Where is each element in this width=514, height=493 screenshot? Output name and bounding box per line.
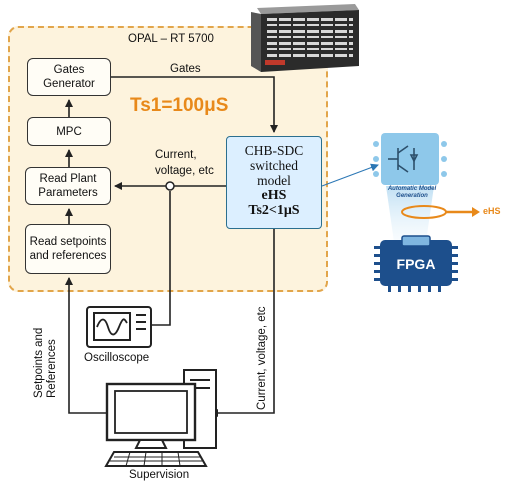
supervision-computer-icon — [104, 369, 217, 467]
fpga-generation-text: Automatic Model Generation — [387, 186, 437, 199]
fpga-generation-caption: Automatic Model Generation — [383, 186, 441, 200]
oscilloscope-icon — [86, 306, 152, 348]
opal-rt-hardware-icon — [251, 4, 359, 72]
supervision-label: Supervision — [129, 469, 190, 481]
fpga-ehs-label: eHS — [483, 206, 501, 216]
chb-sdc-model-block: CHB-SDC switched model eHS Ts2<1μS — [226, 136, 322, 229]
gates-generator-block: Gates Generator — [27, 58, 111, 96]
model-line-3: model — [257, 173, 291, 188]
read-setpoints-block: Read setpoints and references — [25, 224, 111, 274]
gates-edge-label: Gates — [170, 63, 201, 75]
oscilloscope-probe-line — [150, 191, 171, 326]
model-line-2: switched — [250, 158, 298, 173]
feedback-edge-text: Current, voltage, etc — [155, 149, 214, 177]
fpga-chip-label: FPGA — [396, 256, 436, 272]
model-to-supervision-line — [210, 229, 275, 417]
feedback-edge-label: Current, voltage, etc — [155, 147, 230, 179]
model-ts2-label: Ts2<1μS — [248, 203, 300, 218]
panel-title: OPAL – RT 5700 — [128, 33, 214, 45]
read-plant-parameters-block: Read Plant Parameters — [25, 167, 111, 205]
model-to-fpga-link — [321, 163, 379, 187]
supervision-to-setpoints-line — [65, 277, 107, 414]
probe-node — [165, 181, 175, 191]
fpga-generation-graphic — [373, 133, 480, 292]
oscilloscope-label: Oscilloscope — [84, 352, 150, 364]
model-ehs-label: eHS — [261, 188, 287, 203]
model-line-1: CHB-SDC — [244, 143, 304, 158]
gates-arrow — [111, 76, 278, 133]
sample-time-label: Ts1=100μS — [130, 95, 229, 116]
mpc-block: MPC — [27, 117, 111, 146]
